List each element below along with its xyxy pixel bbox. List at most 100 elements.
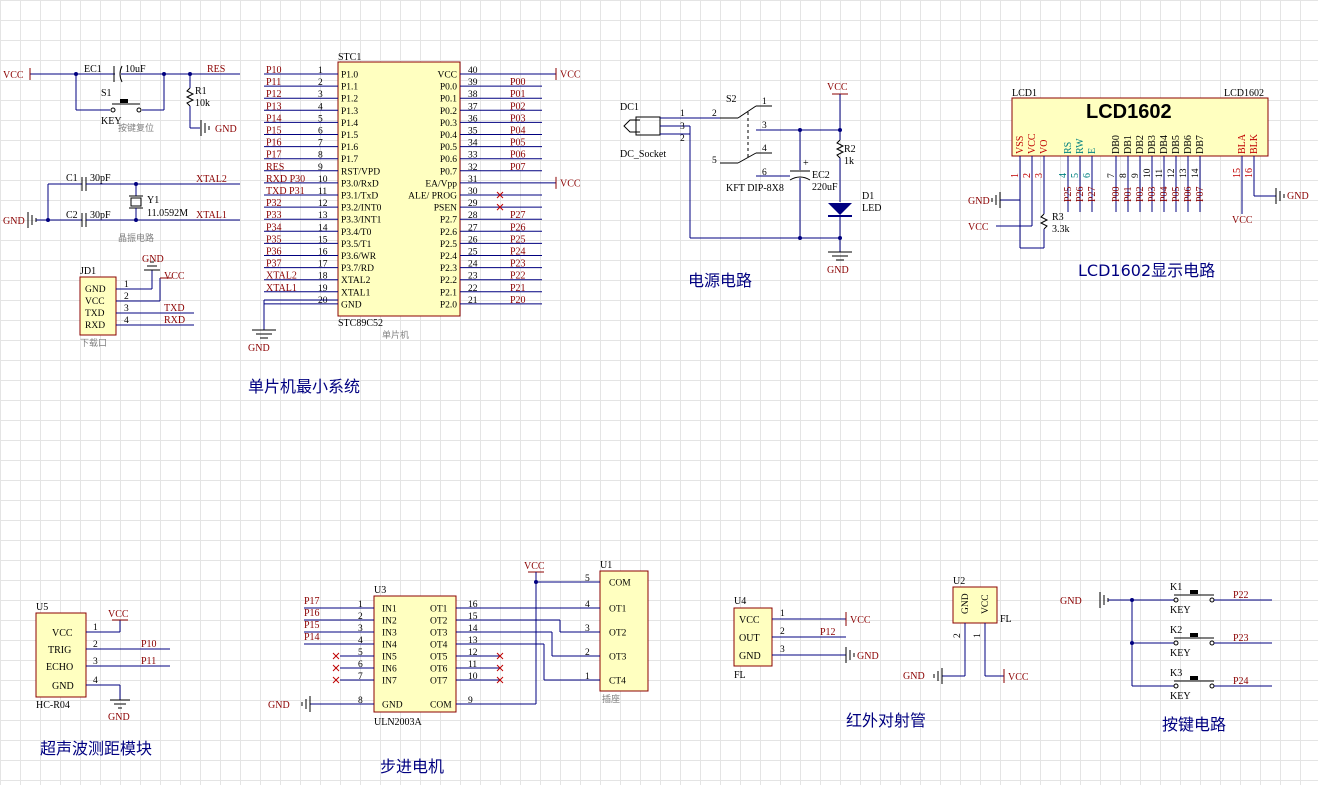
mcu-net-label: P24 [510, 247, 526, 258]
lcd-pin-number: 11 [1155, 169, 1165, 178]
gnd-label: GND [857, 651, 879, 662]
u4-pin-3: GND [739, 651, 761, 662]
r2-value: 1k [844, 156, 854, 167]
mcu-pin-number: 11 [318, 187, 327, 197]
u1-pin-number: 4 [585, 600, 590, 610]
mcu-pin-number: 31 [468, 175, 478, 185]
y1-ref: Y1 [147, 195, 159, 206]
c1-value: 30pF [90, 173, 111, 184]
mcu-pin-label: P1.7 [341, 155, 358, 165]
d1-ref: D1 [862, 191, 874, 202]
mcu-pin-number: 25 [468, 248, 478, 258]
vcc-label: VCC [1232, 215, 1253, 226]
p22-label: P22 [1233, 590, 1249, 601]
mcu-net-label: P07 [510, 162, 526, 173]
lcd-pin-label: VO [1039, 140, 1050, 154]
jd1-pin-2: VCC [85, 297, 105, 307]
s2-pin-1: 1 [762, 97, 767, 107]
u5-ref: U5 [36, 602, 48, 613]
c2-value: 30pF [90, 210, 111, 221]
mcu-pin-number: 28 [468, 211, 478, 221]
lcd-pin-number: 2 [1022, 173, 1033, 178]
vcc-label: VCC [108, 609, 129, 620]
lcd-pin-label: DB2 [1135, 135, 1146, 154]
u3-pin-number: 9 [468, 696, 473, 706]
mcu-net-label: P35 [266, 234, 282, 245]
lcd-pin-label: DB5 [1171, 135, 1182, 154]
mcu-pin-label: P2.7 [440, 216, 457, 226]
p23-label: P23 [1233, 633, 1249, 644]
gnd-label: GND [268, 700, 290, 711]
lcd-pin-number: 1 [1010, 173, 1021, 178]
mcu-pin-number: 27 [468, 223, 478, 233]
u5-part: HC-R04 [36, 700, 70, 711]
mcu-caption: 单片机 [382, 329, 409, 340]
u1-pin-label: OT1 [609, 605, 627, 615]
mcu-pin-number: 5 [318, 114, 323, 124]
rxd-label: RXD [164, 315, 185, 326]
u2-pin-gnd: GND [961, 593, 971, 614]
u3-pin-number: 1 [358, 600, 363, 610]
mcu-net-label: P23 [510, 259, 526, 270]
mcu-net-label: P37 [266, 259, 282, 270]
r3-ref: R3 [1052, 212, 1064, 223]
u2-pin-vcc: VCC [981, 594, 991, 614]
r1-value: 10k [195, 98, 210, 109]
mcu-pin-number: 32 [468, 163, 478, 173]
key-value: KEY [1170, 691, 1191, 702]
u4-ref: U4 [734, 596, 746, 607]
u5-pin-3: ECHO [46, 662, 73, 673]
vcc-label: VCC [524, 561, 545, 572]
mcu-pin-number: 23 [468, 272, 478, 282]
u3-pin-number: 2 [358, 612, 363, 622]
mcu-pin-number: 6 [318, 127, 323, 137]
gnd-label: GND [1060, 596, 1082, 607]
lcd-net-label: P27 [1087, 186, 1098, 202]
u3-pin-number: 7 [358, 672, 363, 682]
p15-label: P15 [304, 620, 320, 631]
lcd-pin-label: BLK [1249, 133, 1260, 154]
mcu-pin-label: P3.7/RD [341, 264, 374, 274]
u5-pin-4: GND [52, 681, 74, 692]
mcu-pin-number: 7 [318, 139, 323, 149]
dc1-pin-1: 1 [680, 109, 685, 119]
u2-num-1: 1 [973, 633, 983, 638]
mcu-pin-label: P3.4/T0 [341, 228, 372, 238]
mcu-pin-number: 18 [318, 272, 328, 282]
lcd-section-title: LCD1602显示电路 [1078, 261, 1215, 280]
u1-ref: U1 [600, 560, 612, 571]
mcu-pin-number: 35 [468, 127, 478, 137]
mcu-pin-number: 4 [318, 102, 323, 112]
u4-part: FL [734, 670, 746, 681]
mcu-pin-label: P2.1 [440, 288, 457, 298]
lcd-pin-number: 7 [1107, 173, 1117, 178]
ec1-value: 10uF [125, 64, 146, 75]
mcu-pin-number: 17 [318, 260, 328, 270]
mcu-pin-label: RST/VPD [341, 167, 380, 177]
u3-pin-label: IN3 [382, 629, 397, 639]
r2-ref: R2 [844, 144, 856, 155]
mcu-pin-label: P0.5 [440, 143, 457, 153]
u5-num-3: 3 [93, 657, 98, 667]
gnd-label: GND [142, 254, 164, 265]
mcu-pin-label: P1.5 [341, 131, 358, 141]
lcd-pin-label: DB1 [1123, 135, 1134, 154]
u3-pin-number: 14 [468, 624, 478, 634]
gnd-label: GND [968, 196, 990, 207]
mcu-pin-number: 16 [318, 248, 328, 258]
lcd-ref: LCD1 [1012, 88, 1037, 99]
jd1-num-3: 3 [124, 304, 129, 314]
mcu-net-label: P06 [510, 150, 526, 161]
res-label: RES [207, 64, 225, 75]
mcu-net-label: P00 [510, 77, 526, 88]
u3-pin-number: 8 [358, 696, 363, 706]
mcu-net-label: P11 [266, 77, 281, 88]
u3-pin-label: IN4 [382, 641, 397, 651]
mcu-net-label: P22 [510, 271, 526, 282]
u3-pin-label: OT5 [430, 653, 448, 663]
lcd-pin-number: 16 [1244, 168, 1255, 178]
gnd-label: GND [1287, 191, 1309, 202]
s1-ref: S1 [101, 88, 112, 99]
